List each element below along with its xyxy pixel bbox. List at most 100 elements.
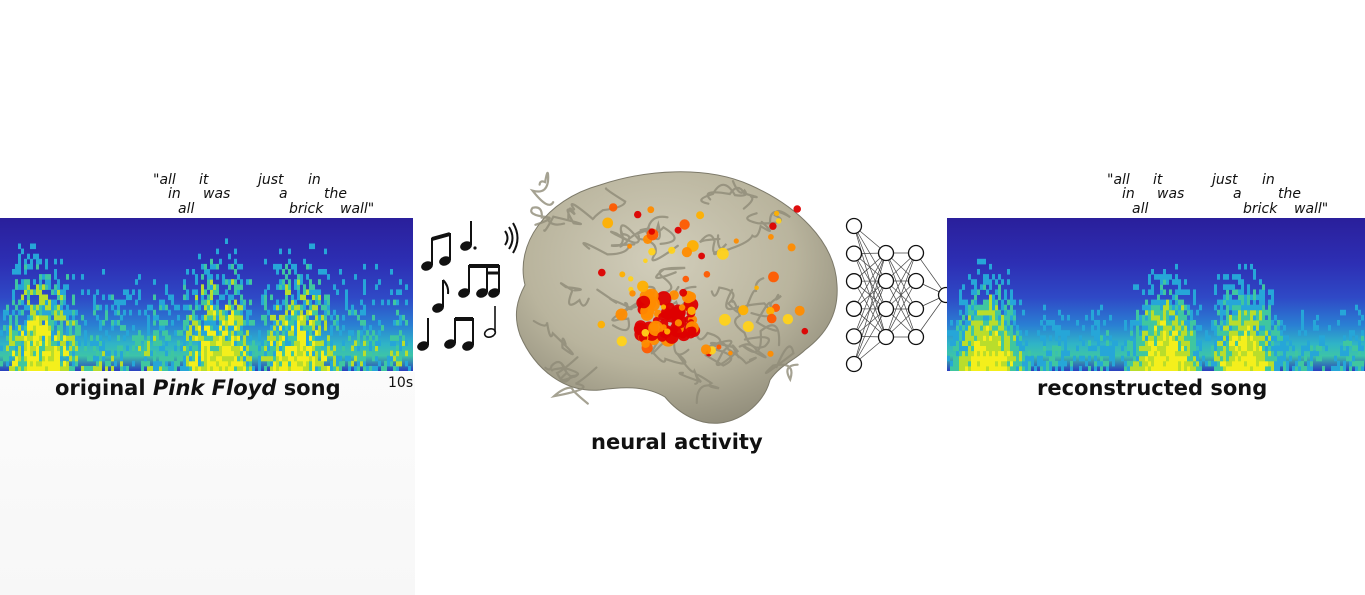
spectrogram-cell (1067, 350, 1070, 357)
time-label: 10s (388, 375, 414, 391)
network-node (877, 272, 895, 290)
spectrogram-cell (54, 299, 57, 306)
spectrogram-cell (57, 279, 60, 285)
spectrogram-cell (1220, 355, 1223, 362)
spectrogram-cell (45, 284, 48, 290)
spectrogram-cell (60, 325, 63, 331)
spectrogram-cell (234, 299, 237, 306)
spectrogram-cell (1166, 320, 1169, 326)
spectrogram-cell (1004, 309, 1007, 316)
spectrogram-cell (989, 294, 992, 301)
spectrogram-cell (1244, 263, 1247, 270)
spectrogram-cell (977, 269, 980, 275)
spectrogram-cell (1151, 345, 1154, 352)
spectrogram-cell (282, 345, 285, 352)
spectrogram-cell (120, 299, 123, 306)
spectrogram-cell (959, 330, 962, 336)
spectrogram-cell (1154, 320, 1157, 326)
spectrogram-cell (309, 360, 312, 367)
spectrogram-cell (99, 360, 102, 367)
spectrogram-cell (1253, 360, 1256, 367)
spectrogram-cell (1187, 304, 1190, 311)
spectrogram-cell (1082, 355, 1085, 362)
spectrogram-cell (198, 325, 201, 331)
spectrogram-cell (983, 350, 986, 357)
spectrogram-cell (980, 325, 983, 331)
spectrogram-cell (974, 340, 977, 346)
spectrogram-cell (183, 345, 186, 352)
spectrogram-cell (1304, 365, 1307, 371)
spectrogram-cell (3, 309, 6, 316)
spectrogram-cell (225, 289, 228, 295)
spectrogram-cell (1226, 314, 1229, 321)
spectrogram-cell (1271, 299, 1274, 306)
spectrogram-cell (306, 345, 309, 352)
spectrogram-cell (66, 360, 69, 367)
spectrogram-cell (992, 325, 995, 331)
spectrogram-cell (1226, 355, 1229, 362)
spectrogram-cell (1244, 314, 1247, 321)
spectrogram-cell (297, 320, 300, 326)
spectrogram-cell (1013, 335, 1016, 341)
spectrogram-cell (1259, 360, 1262, 367)
spectrogram-cell (375, 365, 378, 371)
spectrogram-cell (1241, 330, 1244, 336)
spectrogram-cell (1274, 355, 1277, 362)
spectrogram-cell (60, 355, 63, 362)
spectrogram-cell (57, 355, 60, 362)
spectrogram-cell (1112, 355, 1115, 362)
spectrogram-cell (1154, 314, 1157, 321)
brain-gyrus (706, 186, 758, 210)
spectrogram-cell (165, 365, 168, 371)
spectrogram-cell (1157, 274, 1160, 280)
spectrogram-cell (201, 350, 204, 357)
spectrogram-cell (1100, 345, 1103, 352)
spectrogram-cell (36, 304, 39, 311)
spectrogram-cell (998, 289, 1001, 295)
spectrogram-cell (992, 304, 995, 311)
spectrogram-cell (63, 294, 66, 301)
spectrogram-cell (1190, 345, 1193, 352)
spectrogram-cell (252, 320, 255, 326)
spectrogram-cell (204, 365, 207, 371)
spectrogram-cell (1055, 335, 1058, 341)
spectrogram-cell (300, 360, 303, 367)
spectrogram-cell (1088, 365, 1091, 371)
spectrogram-cell (1079, 355, 1082, 362)
spectrogram-cell (1178, 335, 1181, 341)
spectrogram-cell (363, 350, 366, 357)
electrode (602, 217, 614, 229)
spectrogram-cell (1268, 309, 1271, 316)
spectrogram-cell (81, 365, 84, 371)
spectrogram-cell (18, 253, 21, 260)
spectrogram-cell (1223, 350, 1226, 357)
spectrogram-cell (291, 309, 294, 316)
spectrogram-cell (1292, 345, 1295, 352)
spectrogram-cell (213, 320, 216, 326)
spectrogram-cell (1241, 345, 1244, 352)
spectrogram-cell (264, 320, 267, 326)
spectrogram-cell (1226, 335, 1229, 341)
spectrogram-cell (1250, 294, 1253, 301)
spectrogram-cell (1193, 335, 1196, 341)
spectrogram-cell (27, 320, 30, 326)
spectrogram-cell (27, 279, 30, 285)
spectrogram-cell (974, 304, 977, 311)
spectrogram-cell (959, 340, 962, 346)
spectrogram-cell (135, 335, 138, 341)
spectrogram-cell (204, 355, 207, 362)
spectrogram-cell (174, 304, 177, 311)
spectrogram-cell (1013, 299, 1016, 306)
spectrogram-cell (1259, 304, 1262, 311)
spectrogram-cell (24, 330, 27, 336)
spectrogram-cell (309, 330, 312, 336)
spectrogram-cell (1103, 350, 1106, 357)
spectrogram-cell (1145, 365, 1148, 371)
spectrogram-cell (1109, 335, 1112, 341)
spectrogram-cell (144, 350, 147, 357)
spectrogram-cell (186, 335, 189, 341)
spectrogram-cell (285, 284, 288, 290)
spectrogram-cell (42, 309, 45, 316)
spectrogram-cell (258, 360, 261, 367)
spectrogram-cell (33, 335, 36, 341)
